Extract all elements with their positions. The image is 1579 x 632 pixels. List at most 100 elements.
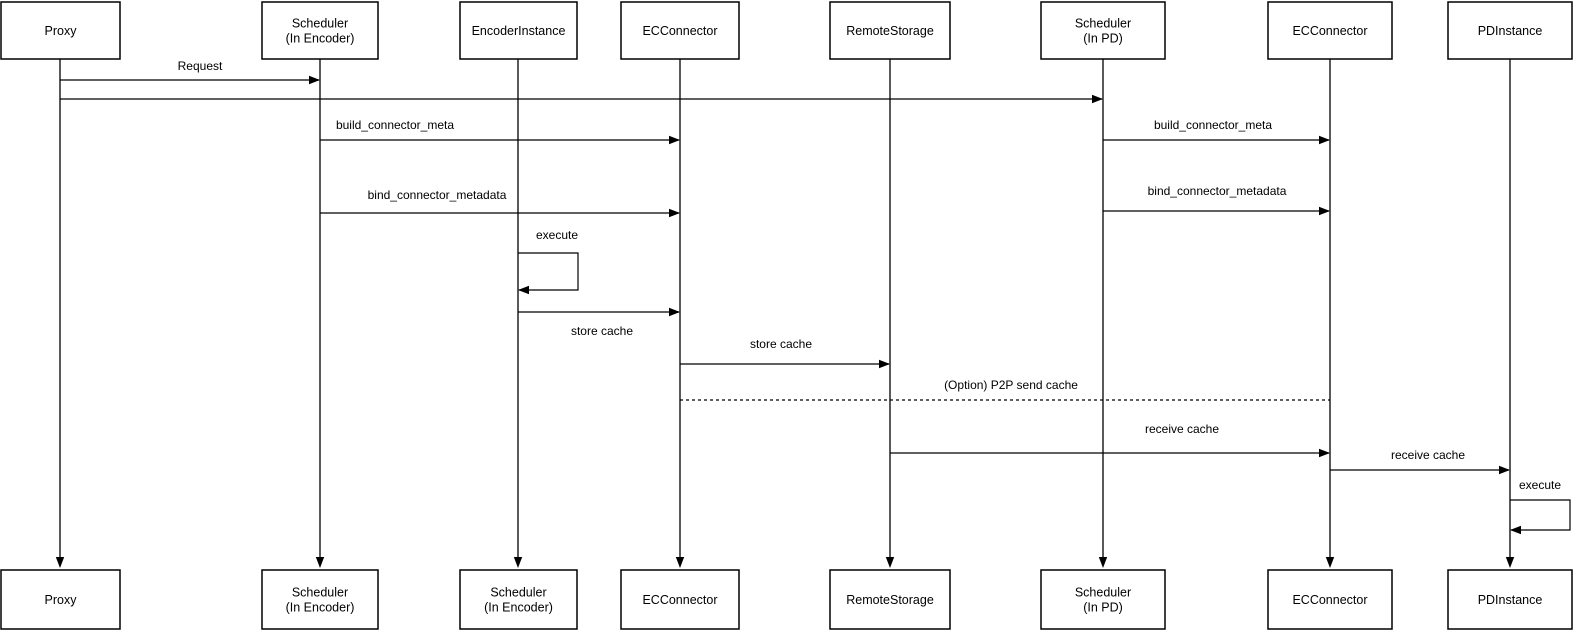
lifeline-arrowhead-scheduler-in-encoder xyxy=(315,557,325,568)
self-message-execute-pd: execute xyxy=(1510,478,1571,535)
lifeline-arrowhead-pd-instance xyxy=(1505,557,1515,568)
self-message-execute-encoder: execute xyxy=(518,228,579,295)
actor-bottom-box-pd-instance xyxy=(1447,569,1573,630)
message-receive-cache-connector-label: receive cache xyxy=(1145,422,1219,436)
message-receive-cache-connector: receive cache xyxy=(890,422,1330,458)
actor-top-label-ec-connector-pd: ECConnector xyxy=(1292,24,1367,38)
self-message-execute-encoder-label: execute xyxy=(536,228,578,242)
actor-top-box-pd-instance xyxy=(1447,1,1573,60)
actor-bottom-box-scheduler-in-encoder xyxy=(261,569,379,630)
lifeline-pd-instance xyxy=(1505,59,1515,568)
self-message-execute-encoder-arrowhead xyxy=(518,285,529,295)
lifeline-encoder-instance xyxy=(513,59,523,568)
self-message-execute-pd-label: execute xyxy=(1519,478,1561,492)
actor-top-ec-connector-encoder: ECConnector xyxy=(620,1,740,60)
message-bind-connector-metadata-left-arrowhead xyxy=(669,208,680,218)
message-receive-cache-pd-arrowhead xyxy=(1499,465,1510,475)
actor-top-box-scheduler-in-pd xyxy=(1040,1,1166,60)
actor-top-label-scheduler-in-encoder: Scheduler(In Encoder) xyxy=(286,16,355,45)
message-request: Request xyxy=(60,59,320,85)
actor-top-label-pd-instance: PDInstance xyxy=(1478,24,1543,38)
self-message-execute-pd-path xyxy=(1510,499,1571,531)
message-bind-connector-metadata-right-arrowhead xyxy=(1319,206,1330,216)
actor-top-pd-instance: PDInstance xyxy=(1447,1,1573,60)
actor-top-scheduler-in-pd: Scheduler(In PD) xyxy=(1040,1,1166,60)
message-store-cache-encoder-label: store cache xyxy=(571,324,633,338)
message-request-label: Request xyxy=(178,59,223,73)
actor-bottom-ec-connector-pd: ECConnector xyxy=(1267,569,1393,630)
message-store-cache-encoder: store cache xyxy=(518,307,680,338)
actor-top-box-proxy xyxy=(0,1,121,60)
actor-bottom-box-ec-connector-encoder xyxy=(620,569,740,630)
message-bind-connector-metadata-left-label: bind_connector_metadata xyxy=(368,188,507,202)
actor-top-encoder-instance: EncoderInstance xyxy=(459,1,578,60)
actor-bottom-ec-connector-encoder: ECConnector xyxy=(620,569,740,630)
message-store-cache-remote: store cache xyxy=(680,337,890,369)
actor-top-label-ec-connector-encoder: ECConnector xyxy=(642,24,717,38)
actor-bottom-label-scheduler-in-pd: Scheduler(In PD) xyxy=(1075,585,1131,614)
actor-top-box-ec-connector-pd xyxy=(1267,1,1393,60)
lifeline-ec-connector-pd xyxy=(1325,59,1335,568)
actor-bottom-box-scheduler-in-pd xyxy=(1040,569,1166,630)
message-build-connector-meta-right: build_connector_meta xyxy=(1103,118,1330,145)
actor-bottom-remote-storage: RemoteStorage xyxy=(829,569,951,630)
actor-top-label-proxy: Proxy xyxy=(45,24,78,38)
actor-bottom-scheduler-in-pd: Scheduler(In PD) xyxy=(1040,569,1166,630)
message-p2p-send-cache: (Option) P2P send cache xyxy=(680,378,1330,401)
actor-bottom-label-proxy: Proxy xyxy=(45,593,78,607)
message-store-cache-remote-label: store cache xyxy=(750,337,812,351)
message-build-connector-meta-left: build_connector_meta xyxy=(320,118,680,145)
lifeline-arrowhead-encoder-instance xyxy=(513,557,523,568)
actor-bottom-label-encoder-instance: Scheduler(In Encoder) xyxy=(484,585,553,614)
actor-top-label-scheduler-in-pd: Scheduler(In PD) xyxy=(1075,16,1131,45)
actor-bottom-label-ec-connector-encoder: ECConnector xyxy=(642,593,717,607)
actor-top-box-ec-connector-encoder xyxy=(620,1,740,60)
message-build-connector-meta-right-arrowhead xyxy=(1319,135,1330,145)
message-store-cache-encoder-arrowhead xyxy=(669,307,680,317)
message-receive-cache-connector-arrowhead xyxy=(1319,448,1330,458)
actor-top-ec-connector-pd: ECConnector xyxy=(1267,1,1393,60)
actor-bottom-label-remote-storage: RemoteStorage xyxy=(846,593,934,607)
message-bind-connector-metadata-right-label: bind_connector_metadata xyxy=(1148,184,1287,198)
actor-bottom-label-scheduler-in-encoder: Scheduler(In Encoder) xyxy=(286,585,355,614)
message-p2p-send-cache-label: (Option) P2P send cache xyxy=(944,378,1078,392)
actor-top-label-encoder-instance: EncoderInstance xyxy=(472,24,566,38)
actor-bottom-label-ec-connector-pd: ECConnector xyxy=(1292,593,1367,607)
lifeline-arrowhead-ec-connector-pd xyxy=(1325,557,1335,568)
message-bind-connector-metadata-right: bind_connector_metadata xyxy=(1103,184,1330,216)
lifeline-arrowhead-proxy xyxy=(55,557,65,568)
actor-bottom-label-pd-instance: PDInstance xyxy=(1478,593,1543,607)
actor-top-scheduler-in-encoder: Scheduler(In Encoder) xyxy=(261,1,379,60)
actor-top-remote-storage: RemoteStorage xyxy=(829,1,951,60)
message-receive-cache-pd: receive cache xyxy=(1330,448,1510,475)
actor-top-box-remote-storage xyxy=(829,1,951,60)
message-build-connector-meta-left-label: build_connector_meta xyxy=(336,118,454,132)
actor-bottom-pd-instance: PDInstance xyxy=(1447,569,1573,630)
actor-bottom-proxy: Proxy xyxy=(0,569,121,630)
actor-bottom-encoder-instance: Scheduler(In Encoder) xyxy=(459,569,578,630)
actor-bottom-box-encoder-instance xyxy=(459,569,578,630)
actor-bottom-box-remote-storage xyxy=(829,569,951,630)
lifeline-ec-connector-encoder xyxy=(675,59,685,568)
actor-top-box-scheduler-in-encoder xyxy=(261,1,379,60)
message-build-connector-meta-left-arrowhead xyxy=(669,135,680,145)
message-proxy-to-scheduler-pd xyxy=(60,94,1103,104)
lifeline-arrowhead-scheduler-in-pd xyxy=(1098,557,1108,568)
lifeline-proxy xyxy=(55,59,65,568)
actor-bottom-box-ec-connector-pd xyxy=(1267,569,1393,630)
actor-bottom-box-proxy xyxy=(0,569,121,630)
lifeline-scheduler-in-pd xyxy=(1098,59,1108,568)
message-proxy-to-scheduler-pd-arrowhead xyxy=(1092,94,1103,104)
lifeline-arrowhead-remote-storage xyxy=(885,557,895,568)
lifeline-remote-storage xyxy=(885,59,895,568)
lifeline-scheduler-in-encoder xyxy=(315,59,325,568)
actor-bottom-scheduler-in-encoder: Scheduler(In Encoder) xyxy=(261,569,379,630)
self-message-execute-encoder-path xyxy=(518,252,579,291)
lifeline-arrowhead-ec-connector-encoder xyxy=(675,557,685,568)
message-bind-connector-metadata-left: bind_connector_metadata xyxy=(320,188,680,218)
self-message-execute-pd-arrowhead xyxy=(1510,525,1521,535)
message-request-arrowhead xyxy=(309,75,320,85)
